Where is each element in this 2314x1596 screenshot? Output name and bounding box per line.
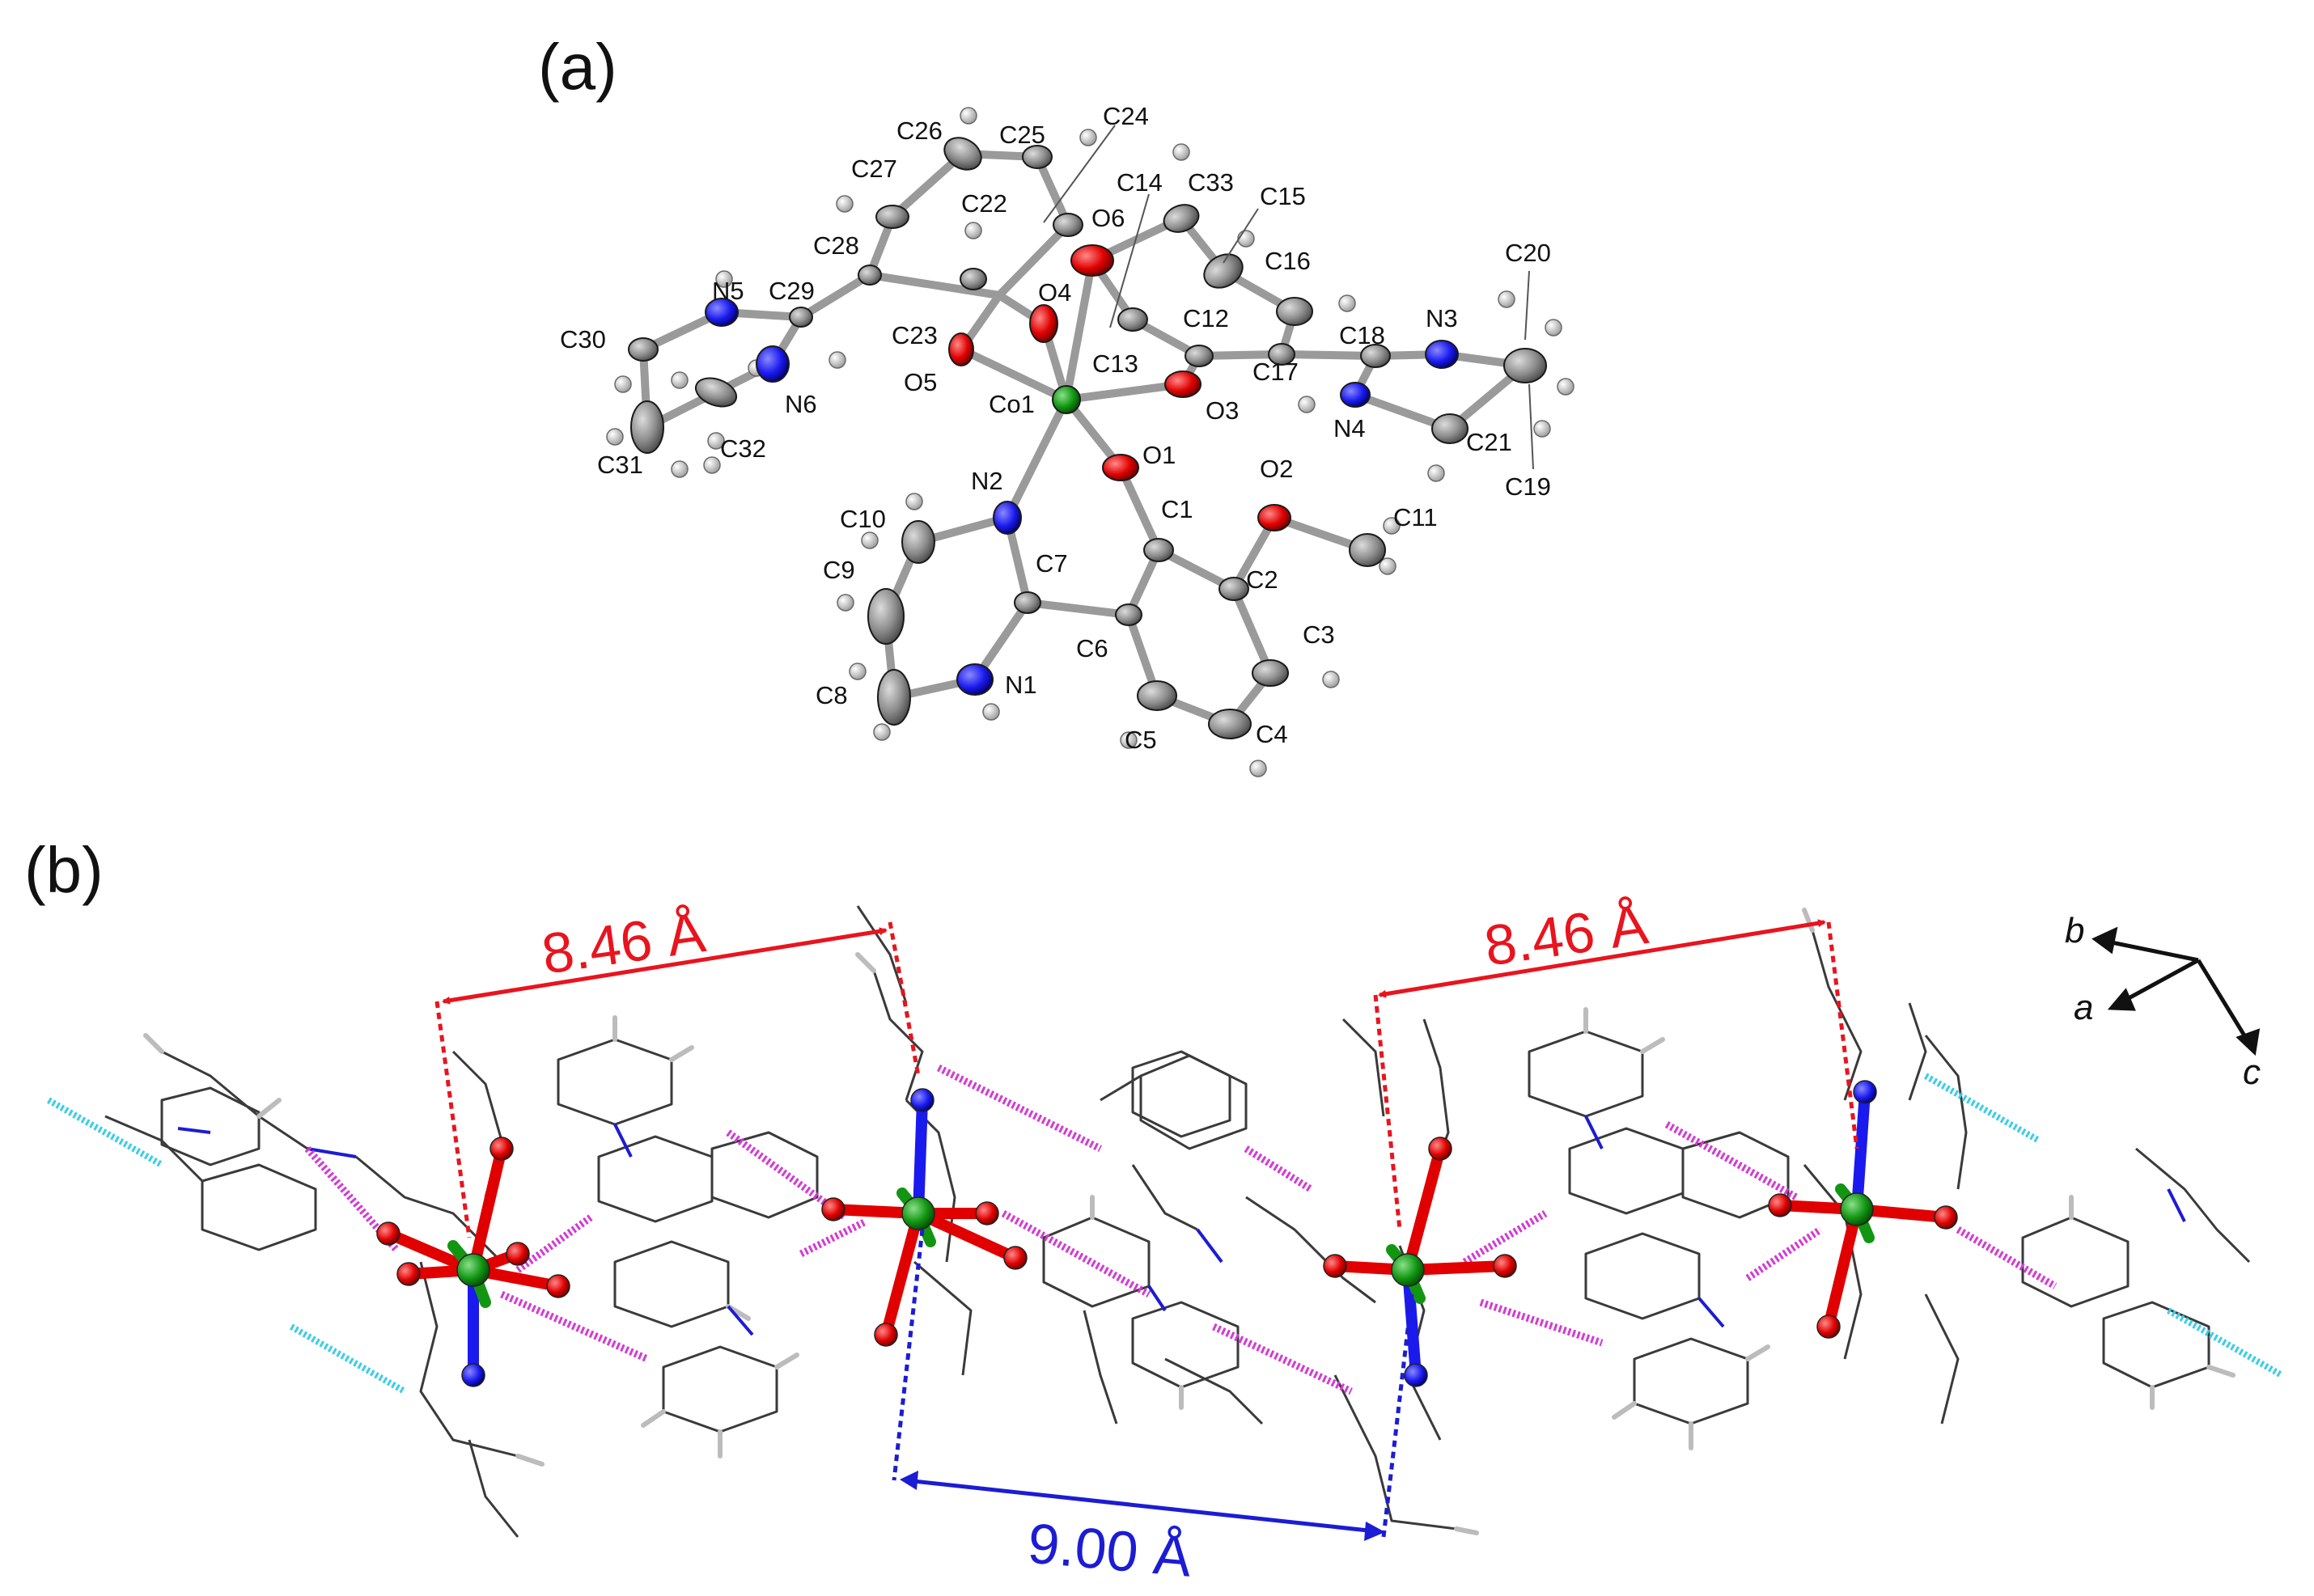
atom-label: N4	[1333, 414, 1366, 442]
distance-label-right: 8.46 Å	[1481, 892, 1652, 977]
atom-label: C15	[1260, 182, 1306, 210]
panel-a-atoms	[628, 137, 1547, 739]
atom-label: C18	[1339, 321, 1385, 349]
panel-b-framework	[104, 905, 2251, 1538]
atom-label: O3	[1206, 396, 1239, 425]
distance-label-left: 8.46 Å	[538, 900, 710, 985]
measurement-red-left: 8.46 Å	[434, 900, 921, 1238]
panel-b-label: (b)	[24, 834, 104, 906]
atom-label: C3	[1303, 620, 1335, 649]
panel-b-cyan-hbonds	[47, 1073, 2283, 1395]
axis-label-a: a	[2074, 988, 2093, 1027]
atom-label: C29	[769, 277, 815, 305]
measurement-red-right: 8.46 Å	[1373, 892, 1859, 1230]
panel-a-leader-lines	[1043, 125, 1534, 470]
atom-label: N1	[1005, 671, 1037, 699]
axis-label-b: b	[2065, 911, 2084, 950]
atom-label: C33	[1188, 168, 1234, 197]
atom-label: C19	[1505, 472, 1551, 501]
panel-b-metal-centers	[376, 1080, 1958, 1387]
atom-label: N2	[971, 467, 1003, 495]
atom-label: C26	[896, 116, 943, 145]
atom-label: O4	[1038, 278, 1071, 307]
atom-label: C24	[1103, 102, 1149, 130]
atom-label: N6	[785, 390, 817, 418]
atom-label: C20	[1505, 239, 1551, 267]
atom-label: C13	[1092, 349, 1138, 378]
atom-label: Co1	[989, 390, 1035, 418]
atom-label: C10	[840, 505, 886, 533]
panel-b-nitrogen-wires	[177, 1116, 2186, 1336]
panel-b-magenta-hbonds	[304, 1064, 2058, 1395]
atom-label: C5	[1125, 726, 1157, 754]
atom-label: C6	[1076, 634, 1108, 663]
atom-label: O6	[1091, 204, 1125, 232]
atom-label: C7	[1036, 549, 1068, 578]
atom-label: C2	[1246, 565, 1278, 594]
atom-label: C23	[892, 321, 938, 349]
atom-label: C22	[961, 189, 1007, 218]
atom-label: C21	[1466, 428, 1512, 456]
distance-label-blue: 9.00 Å	[1025, 1511, 1194, 1588]
atom-label: O1	[1142, 441, 1176, 469]
atom-label: C1	[1161, 495, 1193, 523]
atom-label: C30	[560, 325, 606, 353]
atom-label: C32	[720, 434, 766, 463]
atom-label: C31	[597, 451, 643, 479]
atom-label: C17	[1252, 358, 1299, 386]
atom-label: C4	[1256, 720, 1288, 748]
atom-label: C14	[1117, 168, 1163, 197]
panel-a-atom-labels: C26 C25 C24 C27 C22 C14 C33 C15 O6 C28 C…	[560, 102, 1551, 754]
axis-triad	[2092, 926, 2261, 1056]
atom-label: C27	[851, 155, 897, 183]
axis-label-c: c	[2243, 1052, 2261, 1092]
atom-label: O5	[904, 368, 937, 396]
panel-a-label: (a)	[538, 31, 617, 103]
panel-b-hydrogen-stubs	[143, 908, 2236, 1535]
atom-label: C28	[813, 231, 859, 260]
atom-label: C9	[823, 556, 855, 584]
atom-label: N3	[1426, 304, 1458, 332]
atom-label: C25	[999, 121, 1045, 149]
atom-label: C16	[1265, 247, 1311, 275]
atom-label: C11	[1393, 503, 1438, 531]
atom-label: O2	[1260, 455, 1293, 483]
measurement-blue: 9.00 Å	[892, 1229, 1414, 1589]
atom-label: C8	[816, 681, 848, 709]
atom-label: N5	[712, 277, 744, 305]
atom-label: C12	[1183, 304, 1229, 332]
panel-a-molecule: C26 C25 C24 C27 C22 C14 C33 C15 O6 C28 C…	[560, 102, 1574, 777]
